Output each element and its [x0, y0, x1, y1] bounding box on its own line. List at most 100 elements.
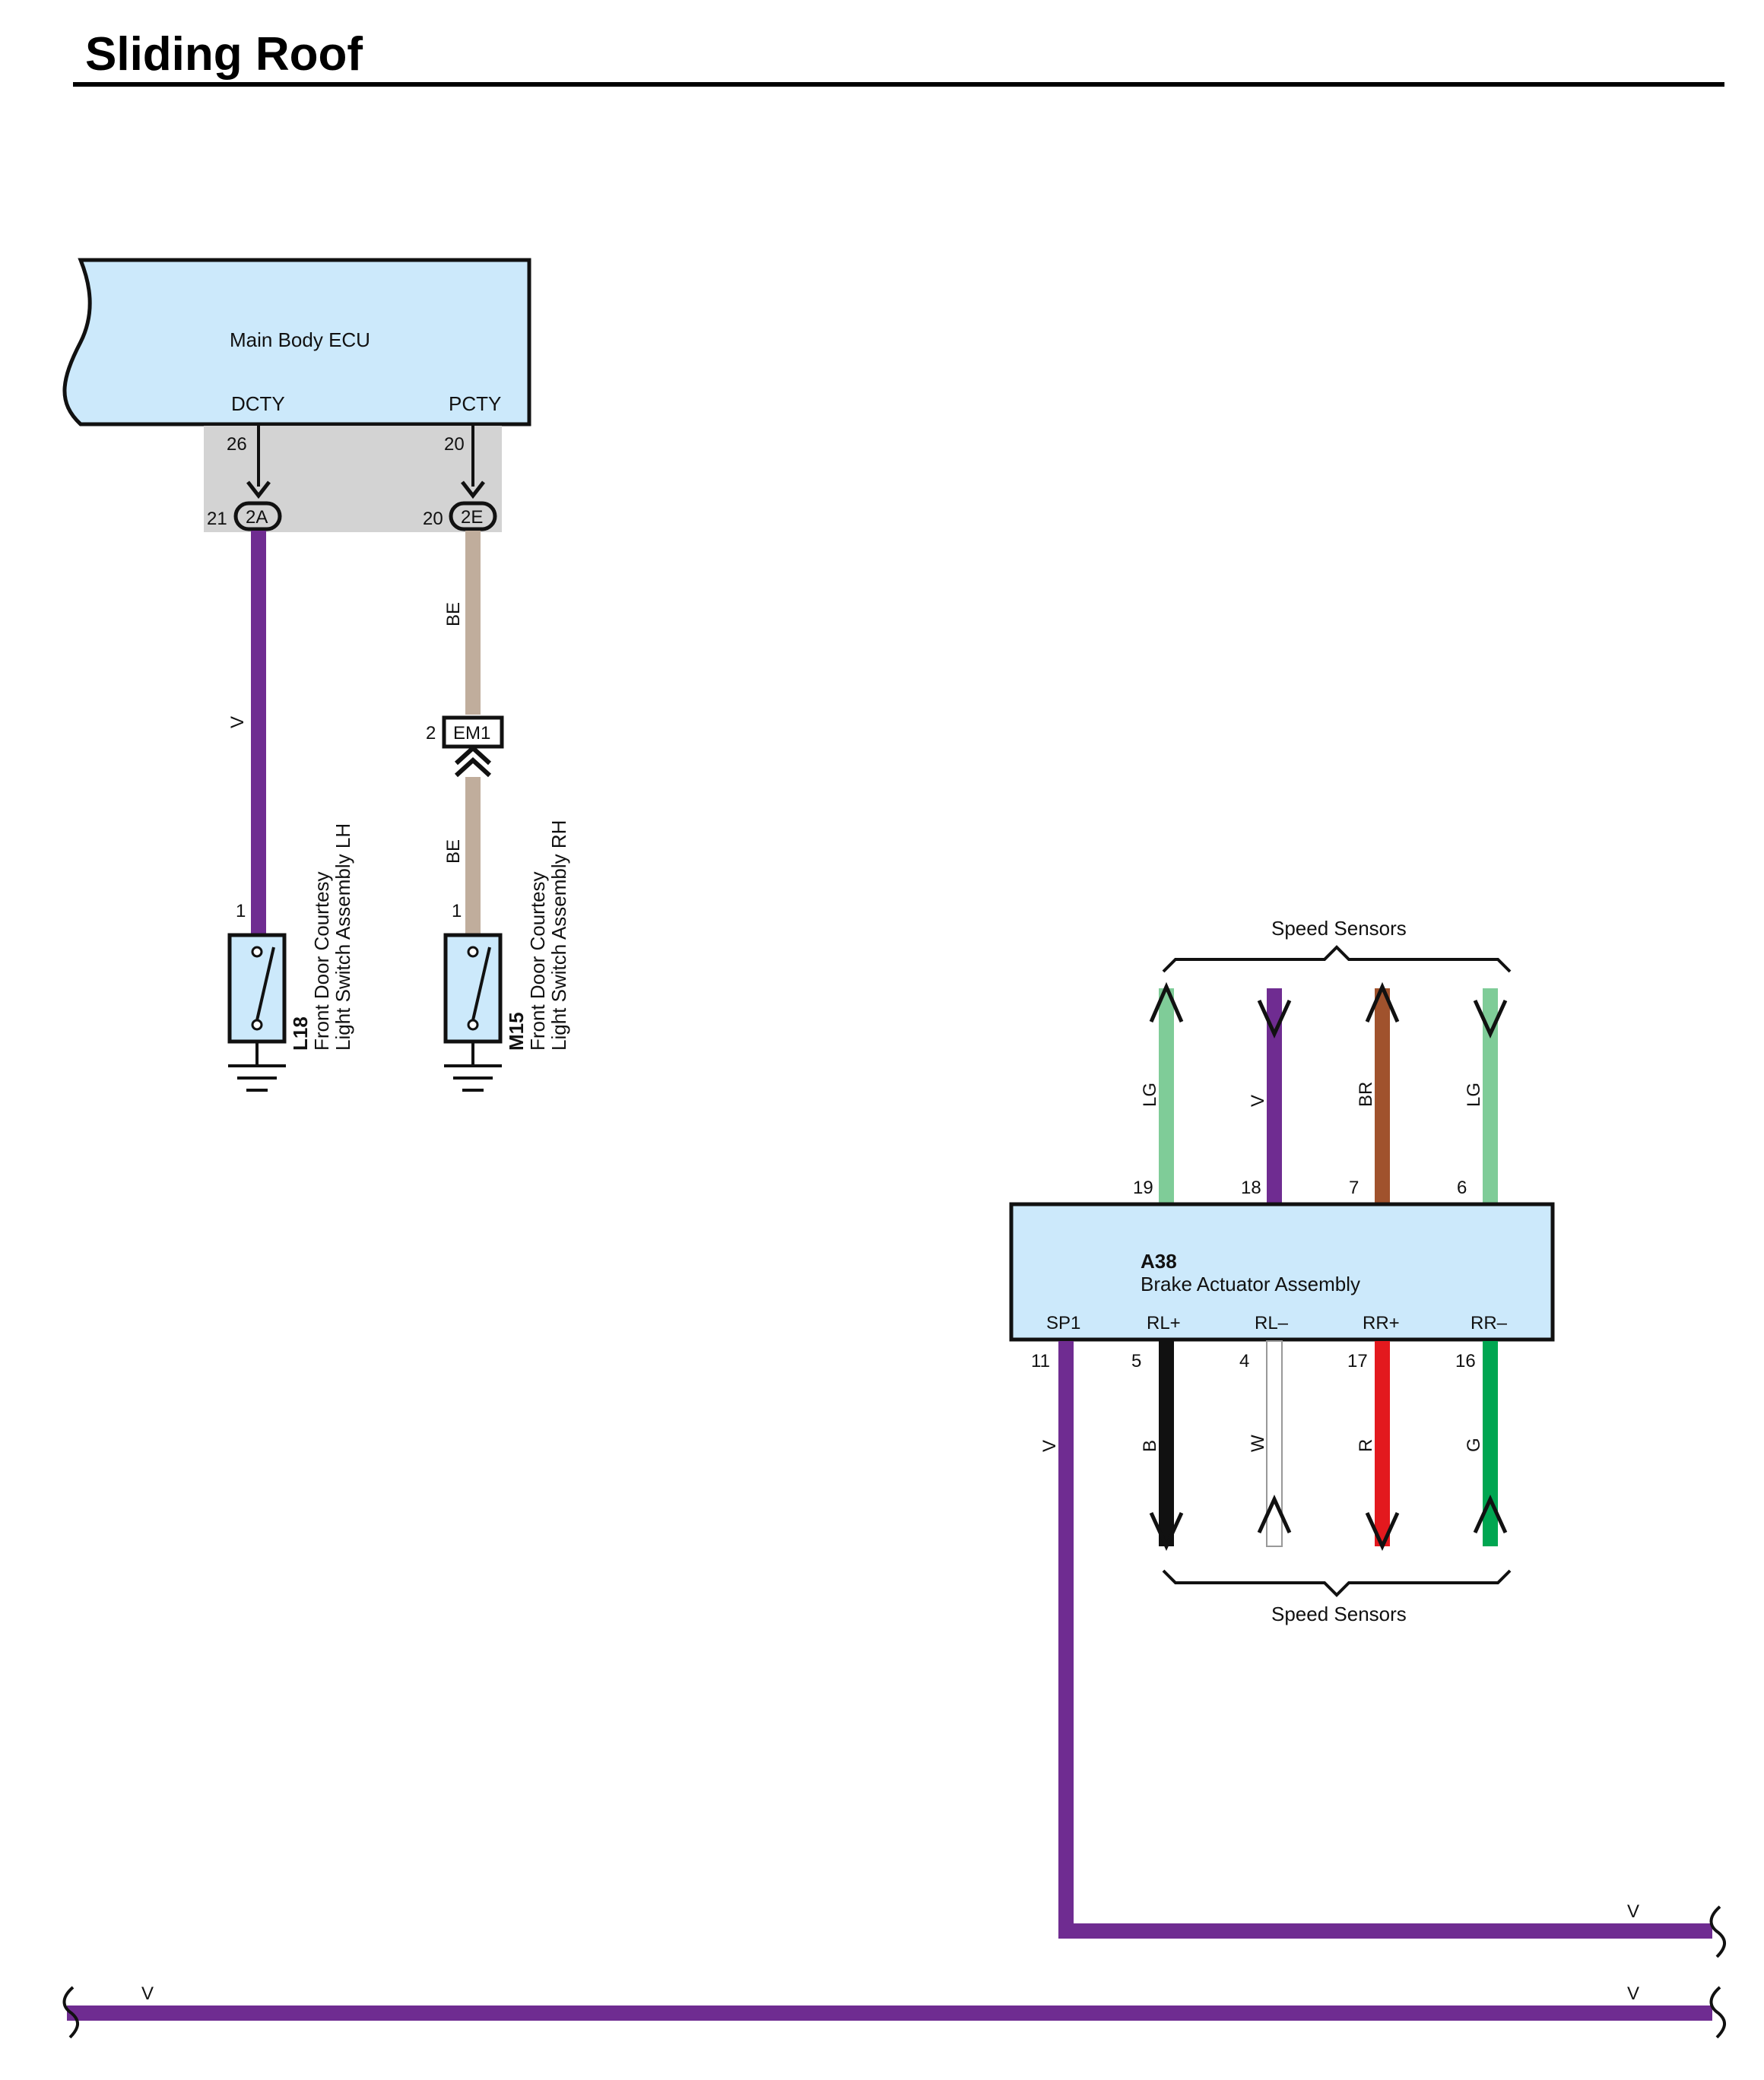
ecu-pin-number-26: 26 — [227, 434, 247, 455]
em1-chevron-icon — [454, 744, 492, 778]
em1-label: EM1 — [453, 723, 490, 744]
wire-upper-right-label: V — [1627, 1901, 1639, 1922]
top-sensor-wires: LG19FL+V18FL–BR7FR+LG6FR– — [1133, 981, 1510, 1233]
switch-m15-line2: Light Switch Assembly RH — [547, 820, 570, 1051]
wire-break-icon — [1709, 1986, 1726, 2039]
top-terminal-pin: 6 — [1457, 1178, 1467, 1198]
bottom-terminal-label: RL+ — [1147, 1313, 1181, 1333]
switch-m15-contact-top — [467, 946, 479, 958]
bottom-sensor-wires: SP1 11V RL+ 5B RL– 4W RR+ 17R RR– 16G — [1031, 1313, 1508, 1552]
top-wire-color-code: V — [1248, 1095, 1268, 1107]
ecu-pin-label-pcty: PCTY — [449, 392, 501, 415]
switch-l18-blade — [255, 946, 275, 1021]
ecu-pin-label-dcty: DCTY — [231, 392, 285, 415]
brake-actuator-code: A38 — [1141, 1250, 1177, 1273]
ground-icon — [228, 1064, 286, 1092]
wire-arrow-icon — [1149, 981, 1184, 1023]
switch-l18-pin: 1 — [236, 901, 246, 921]
switch-m15-contact-bottom — [467, 1019, 479, 1031]
wire-lower-right-label: V — [1627, 1983, 1639, 2004]
bottom-wire-color-code: R — [1356, 1439, 1376, 1452]
switch-m15-line1: Front Door Courtesy — [526, 871, 549, 1051]
bottom-terminal-pin: 5 — [1131, 1351, 1141, 1371]
bottom-wire-RL+ — [1159, 1341, 1174, 1546]
main-body-ecu-box — [62, 258, 531, 426]
wire-arrow-icon — [1257, 999, 1292, 1039]
ecu-name: Main Body ECU — [230, 328, 370, 351]
em1-connector — [442, 715, 504, 749]
page-title: Sliding Roof — [85, 28, 363, 81]
wire-break-icon — [1709, 1905, 1726, 1958]
title-rule — [73, 82, 1724, 87]
speed-sensors-brace-top — [1162, 945, 1512, 973]
wire-right-beige-lower — [465, 777, 481, 935]
brake-actuator-name: Brake Actuator Assembly — [1141, 1273, 1360, 1295]
bottom-wire-RR– — [1483, 1341, 1498, 1546]
top-terminal-pin: 18 — [1241, 1178, 1261, 1198]
switch-m15-code: M15 — [505, 1012, 528, 1051]
bottom-terminal-label: RR– — [1471, 1313, 1508, 1333]
bottom-wire-color-code: G — [1464, 1438, 1484, 1452]
wire-left-color-code: V — [227, 716, 248, 728]
wire-right-upper-color-code: BE — [443, 602, 464, 626]
speed-sensors-label-top: Speed Sensors — [1271, 917, 1407, 940]
switch-l18-code: L18 — [289, 1016, 312, 1051]
top-wire-FR+ — [1375, 988, 1390, 1203]
brake-actuator-box — [1009, 1202, 1555, 1342]
joint-2e — [449, 501, 497, 531]
ecu-pin-number-20: 20 — [444, 434, 465, 455]
wire-arrow-icon — [1257, 1494, 1292, 1534]
top-terminal-pin: 7 — [1349, 1178, 1359, 1198]
top-wire-color-code: LG — [1140, 1083, 1160, 1107]
bottom-terminal-pin: 16 — [1455, 1351, 1476, 1371]
joint-pin-21: 21 — [207, 509, 227, 529]
joint-pin-20: 20 — [423, 509, 443, 529]
wire-sp1-violet-horizontal — [1058, 1923, 1712, 1939]
top-wire-color-code: BR — [1356, 1082, 1376, 1107]
bottom-terminal-pin: 4 — [1239, 1351, 1249, 1371]
top-wire-color-code: LG — [1464, 1083, 1484, 1107]
top-terminal-pin: 19 — [1133, 1178, 1153, 1198]
wire-arrow-icon — [1149, 1511, 1184, 1552]
switch-l18-contact-bottom — [251, 1019, 263, 1031]
wire-right-beige-upper — [465, 531, 481, 715]
top-wire-FL– — [1267, 988, 1282, 1203]
joint-2a — [233, 501, 282, 531]
speed-sensors-brace-bottom — [1162, 1569, 1512, 1597]
switch-l18-line1: Front Door Courtesy — [310, 871, 333, 1051]
wire-right-lower-color-code: BE — [443, 839, 464, 864]
speed-sensors-label-bottom: Speed Sensors — [1271, 1603, 1407, 1625]
bottom-terminal-label: SP1 — [1046, 1313, 1080, 1333]
wire-arrow-icon — [1365, 1511, 1400, 1552]
wire-arrow-icon — [1473, 1494, 1508, 1534]
bottom-wire-RR+ — [1375, 1341, 1390, 1546]
wire-arrow-icon — [1473, 999, 1508, 1039]
joint-2e-label: 2E — [461, 507, 483, 528]
bottom-wire-color-code: B — [1140, 1440, 1160, 1452]
wire-break-icon — [62, 1986, 79, 2039]
bottom-terminal-pin: 11 — [1031, 1351, 1050, 1371]
top-wire-FL+ — [1159, 988, 1174, 1203]
wire-arrow-icon — [1365, 981, 1400, 1023]
bottom-terminal-label: RR+ — [1363, 1313, 1400, 1333]
bottom-wire-color-code: W — [1248, 1435, 1268, 1452]
pin-arrow-right — [461, 480, 485, 499]
wire-lower-left-label: V — [141, 1983, 154, 2004]
switch-l18-line2: Light Switch Assembly LH — [332, 823, 354, 1051]
em1-pin: 2 — [426, 723, 436, 744]
bottom-terminal-label: RL– — [1255, 1313, 1289, 1333]
wire-bottom-violet — [67, 2005, 1712, 2021]
switch-l18-contact-top — [251, 946, 263, 958]
ground-icon — [444, 1064, 502, 1092]
bottom-wire-RL– — [1266, 1340, 1283, 1547]
switch-m15-pin: 1 — [452, 901, 462, 921]
pin-arrow-left — [246, 480, 271, 499]
bottom-wire-color-code: V — [1039, 1440, 1060, 1452]
switch-m15-blade — [471, 946, 491, 1021]
top-wire-FR– — [1483, 988, 1498, 1203]
bottom-terminal-pin: 17 — [1347, 1351, 1368, 1371]
joint-2a-label: 2A — [246, 507, 268, 528]
wire-left-violet — [251, 531, 266, 935]
wire-sp1-violet-vertical — [1058, 1341, 1074, 1939]
